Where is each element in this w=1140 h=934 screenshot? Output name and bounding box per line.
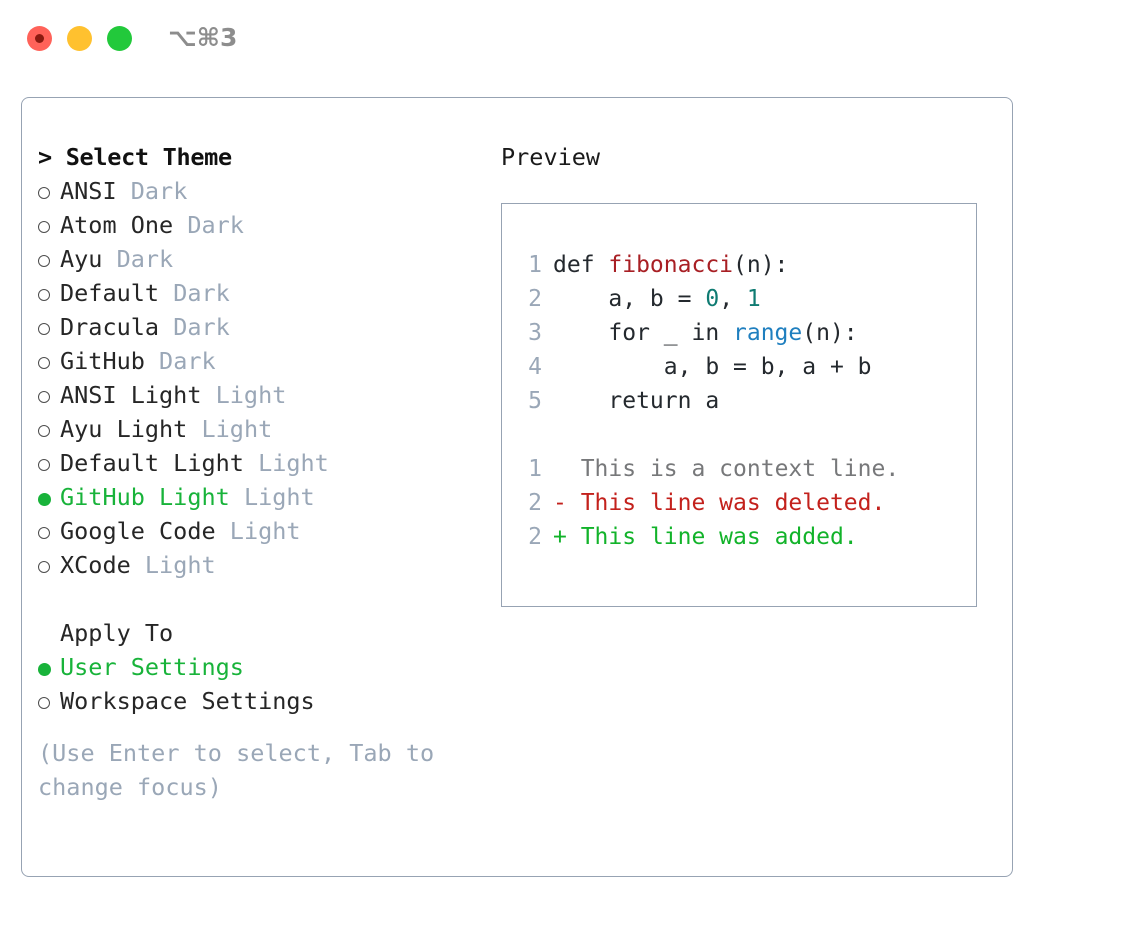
code-line: 1 def fibonacci(n): <box>520 248 899 282</box>
diff-marker <box>553 456 567 482</box>
theme-variant-badge: Light <box>258 449 329 477</box>
line-number: 2 <box>528 286 542 312</box>
theme-name: Ayu Light <box>60 415 188 443</box>
code-blank-line <box>520 418 899 452</box>
theme-list-item[interactable]: GitHub Light Light <box>38 480 478 514</box>
theme-list-item[interactable]: Dracula Dark <box>38 310 478 344</box>
theme-name: ANSI Light <box>60 381 202 409</box>
line-number: 2 <box>528 490 542 516</box>
line-number: 1 <box>528 252 542 278</box>
diff-marker: + <box>553 524 567 550</box>
theme-list-item[interactable]: GitHub Dark <box>38 344 478 378</box>
apply-to-option-label: User Settings <box>60 653 244 681</box>
line-number: 1 <box>528 456 542 482</box>
code-token: a, b = b, a + b <box>553 354 872 380</box>
theme-name: GitHub <box>60 347 145 375</box>
diff-line: 2 + This line was added. <box>520 520 899 554</box>
close-button[interactable] <box>27 26 52 51</box>
theme-variant-badge: Light <box>243 483 315 511</box>
code-token: 0 <box>705 286 720 312</box>
theme-name: Atom One <box>60 211 174 239</box>
code-token: for _ in <box>553 320 734 346</box>
line-number: 2 <box>528 524 542 550</box>
code-line: 5 return a <box>520 384 899 418</box>
theme-list-item[interactable]: Default Dark <box>38 276 478 310</box>
theme-variant-badge: Dark <box>187 211 244 239</box>
diff-text: This line was deleted. <box>566 490 886 516</box>
theme-variant-badge: Light <box>215 381 287 409</box>
theme-name: GitHub Light <box>60 483 230 511</box>
select-theme-heading: > Select Theme <box>38 143 232 171</box>
apply-to-option[interactable]: User Settings <box>38 650 478 684</box>
theme-name: Default Light <box>60 449 244 477</box>
theme-name: XCode <box>60 551 131 579</box>
theme-variant-badge: Dark <box>173 279 230 307</box>
theme-list-item[interactable]: ANSI Dark <box>38 174 478 208</box>
theme-name: Dracula <box>60 313 160 341</box>
preview-column: Preview <box>501 140 1001 174</box>
apply-to-option[interactable]: Workspace Settings <box>38 684 478 718</box>
diff-line: 1 This is a context line. <box>520 452 899 486</box>
theme-variant-badge: Light <box>229 517 301 545</box>
apply-to-heading: Apply To <box>60 619 174 647</box>
theme-list-item[interactable]: Ayu Dark <box>38 242 478 276</box>
theme-variant-badge: Dark <box>173 313 230 341</box>
code-token: (n): <box>733 252 789 278</box>
preview-heading: Preview <box>501 143 601 171</box>
line-number: 3 <box>528 320 542 346</box>
code-token: 1 <box>746 286 761 312</box>
code-line: 4 a, b = b, a + b <box>520 350 899 384</box>
code-line: 2 a, b = 0, 1 <box>520 282 899 316</box>
theme-list-item[interactable]: Google Code Light <box>38 514 478 548</box>
theme-list-item[interactable]: Ayu Light Light <box>38 412 478 446</box>
theme-variant-badge: Dark <box>116 245 174 273</box>
code-token: return a <box>553 388 720 414</box>
diff-marker: - <box>553 490 567 516</box>
diff-line: 2- This line was deleted. <box>520 486 899 520</box>
line-number: 5 <box>528 388 542 414</box>
title-bar: ⌥⌘3 <box>0 0 1140 78</box>
keyboard-hint-text: (Use Enter to select, Tab to change focu… <box>38 739 435 801</box>
theme-variant-badge: Dark <box>159 347 216 375</box>
code-token: def <box>553 252 609 278</box>
code-token: , <box>719 286 747 312</box>
apply-to-option-label: Workspace Settings <box>60 687 315 715</box>
theme-list-item[interactable]: Atom One Dark <box>38 208 478 242</box>
code-token: range <box>733 320 803 346</box>
minimize-button[interactable] <box>67 26 92 51</box>
maximize-button[interactable] <box>107 26 132 51</box>
theme-list-item[interactable]: XCode Light <box>38 548 478 582</box>
theme-variant-badge: Light <box>201 415 273 443</box>
code-token: fibonacci <box>608 252 734 278</box>
line-number: 4 <box>528 354 542 380</box>
theme-name: ANSI <box>60 177 117 205</box>
diff-text: This is a context line. <box>566 456 900 482</box>
theme-variant-badge: Light <box>144 551 216 579</box>
theme-list-item[interactable]: Default Light Light <box>38 446 478 480</box>
theme-name: Default <box>60 279 160 307</box>
list-spacer <box>38 582 478 616</box>
theme-variant-badge: Dark <box>130 177 188 205</box>
keyboard-shortcut-label: ⌥⌘3 <box>168 23 238 52</box>
code-line: 3 for _ in range(n): <box>520 316 899 350</box>
theme-name: Google Code <box>60 517 216 545</box>
code-token: (n): <box>802 320 858 346</box>
diff-text: This line was added. <box>566 524 858 550</box>
theme-list-item[interactable]: ANSI Light Light <box>38 378 478 412</box>
code-token: a, b = <box>553 286 706 312</box>
theme-name: Ayu <box>60 245 103 273</box>
